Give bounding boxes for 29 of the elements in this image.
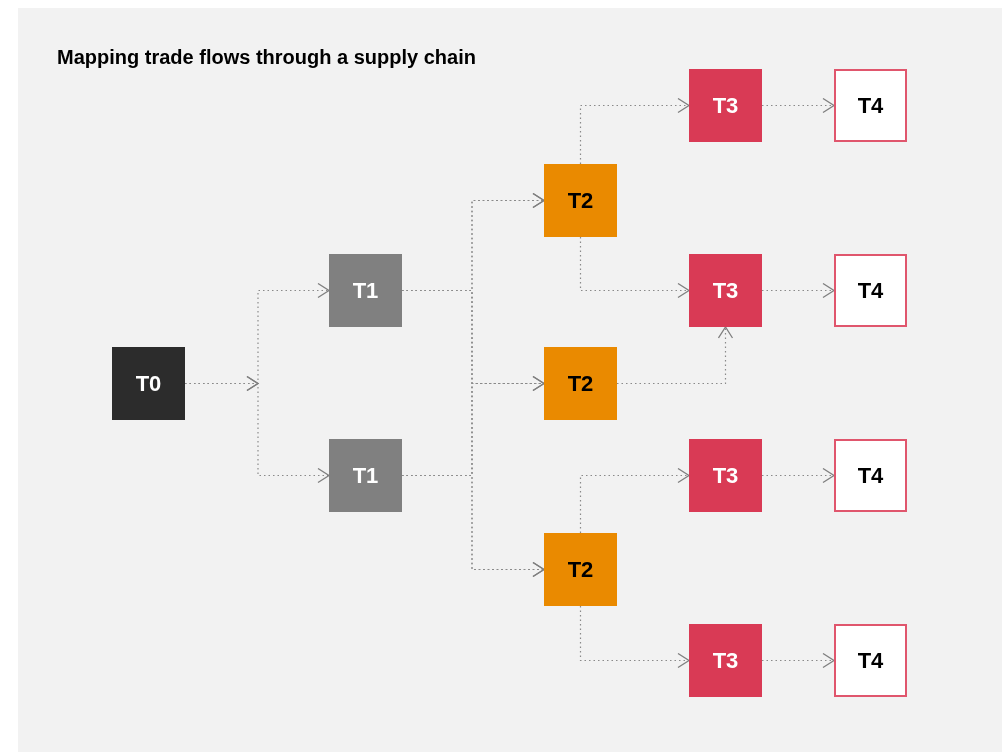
tier-label: T3	[712, 277, 739, 304]
tier-box	[834, 624, 907, 697]
tier-label: T1	[352, 462, 379, 489]
tier-box	[834, 69, 907, 142]
tier-label: T3	[712, 647, 739, 674]
tier-box	[689, 254, 762, 327]
tier-box	[329, 254, 402, 327]
tier-box	[689, 69, 762, 142]
tier-box	[544, 164, 617, 237]
tier-label: T3	[712, 462, 739, 489]
tier-label: T3	[712, 92, 739, 119]
tier-box	[544, 533, 617, 606]
tier-label: T0	[135, 370, 162, 397]
tier-label: T4	[857, 92, 884, 119]
diagram-title: Mapping trade flows through a supply chain	[57, 46, 476, 69]
tier-label: T2	[567, 370, 594, 397]
tier-box	[544, 347, 617, 420]
tier-label: T2	[567, 187, 594, 214]
tier-label: T2	[567, 556, 594, 583]
tier-box	[834, 439, 907, 512]
tier-label: T1	[352, 277, 379, 304]
tier-box	[689, 439, 762, 512]
tier-label: T4	[857, 277, 884, 304]
tier-box	[329, 439, 402, 512]
tier-label: T4	[857, 462, 884, 489]
tier-label: T4	[857, 647, 884, 674]
tier-box	[834, 254, 907, 327]
tier-box	[689, 624, 762, 697]
tier-box	[112, 347, 185, 420]
